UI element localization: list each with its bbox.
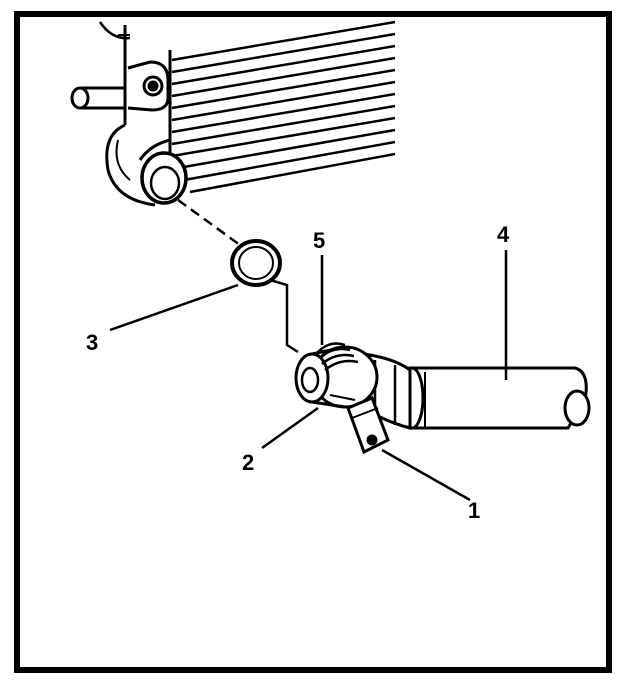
quick-connector bbox=[294, 342, 412, 430]
leader-line-2 bbox=[261, 406, 319, 450]
diagram-frame bbox=[14, 11, 612, 673]
radiator bbox=[70, 20, 396, 207]
radiator-mounting-bracket bbox=[127, 60, 170, 112]
leader-line-1 bbox=[381, 448, 471, 502]
retainer-collar bbox=[317, 342, 359, 371]
o-ring bbox=[230, 239, 282, 287]
callout-4: 4 bbox=[497, 222, 510, 247]
callout-1: 1 bbox=[468, 498, 480, 523]
radiator-upper-inlet-pipe bbox=[70, 86, 125, 110]
retainer-clip bbox=[346, 396, 390, 455]
leader-lines bbox=[109, 250, 508, 502]
alignment-dash-line bbox=[177, 198, 241, 247]
coolant-hose bbox=[399, 366, 591, 430]
radiator-outlet-elbow bbox=[105, 123, 188, 207]
alignment-bracket-line bbox=[269, 278, 299, 354]
radiator-fins bbox=[171, 20, 396, 194]
callout-3: 3 bbox=[86, 330, 98, 355]
callout-2: 2 bbox=[242, 450, 254, 475]
callout-5: 5 bbox=[313, 228, 325, 253]
leader-line-3 bbox=[109, 283, 239, 332]
